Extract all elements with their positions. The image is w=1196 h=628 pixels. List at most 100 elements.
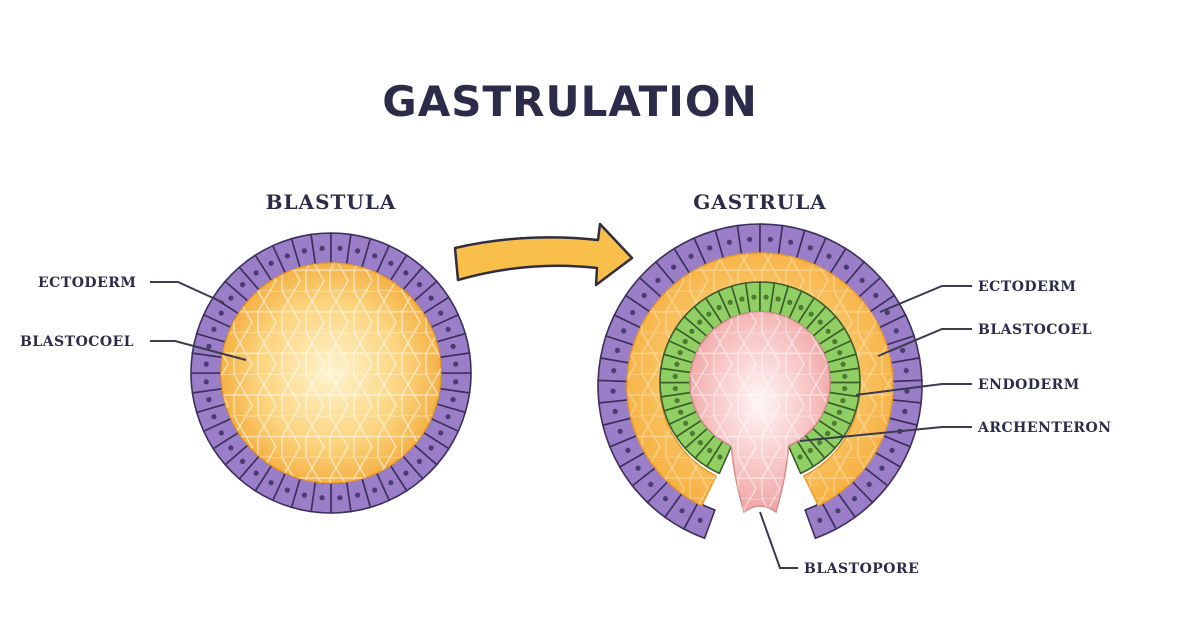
gastrula-ectoderm-cell-nucleus — [617, 428, 623, 434]
gastrula-endoderm-cell-nucleus — [707, 447, 713, 454]
gastrula-leader-ectoderm — [879, 285, 972, 313]
gastrula-endoderm-cell-nucleus — [689, 328, 695, 334]
blastula-heading: BLASTULA — [266, 190, 397, 214]
gastrula-label-ectoderm: ECTODERM — [978, 279, 1076, 295]
blastula-label-ectoderm: ECTODERM — [38, 275, 136, 291]
gastrula — [597, 223, 923, 539]
blastula-ectoderm-layer — [190, 232, 472, 514]
blastula-ectoderm-cell-nucleus — [218, 310, 224, 316]
blastula-ectoderm-cell-nucleus — [211, 414, 217, 420]
gastrula-endoderm-layer — [659, 281, 861, 475]
diagram-title: GASTRULATION — [382, 77, 757, 126]
blastula-ectoderm-cell-nucleus — [403, 270, 409, 276]
blastula-ectoderm-cell-nucleus — [319, 495, 325, 501]
gastrula-ectoderm-cell-nucleus — [807, 245, 813, 251]
blastula-ectoderm-cell-nucleus — [445, 326, 451, 332]
blastula-ectoderm-cell-nucleus — [203, 361, 209, 367]
gastrula-leader-archenteron — [799, 426, 972, 442]
gastrula-ectoderm-cell-nucleus — [902, 408, 908, 415]
gastrula-ectoderm-cell-nucleus — [835, 508, 841, 514]
blastula-ectoderm-cell-nucleus — [218, 430, 224, 436]
gastrula-endoderm-cell-nucleus — [717, 454, 723, 460]
blastula-label-blastocoel: BLASTOCOEL — [20, 334, 134, 350]
gastrula-ectoderm-cell-nucleus — [662, 496, 669, 502]
gastrula-endoderm-cell-nucleus — [716, 304, 722, 311]
blastula-ectoderm-cell-nucleus — [240, 282, 246, 288]
blastula-ectoderm-cell-nucleus — [203, 379, 209, 385]
gastrula-endoderm-cell-nucleus — [840, 361, 846, 367]
gastrula-ectoderm-cell-nucleus — [817, 517, 823, 523]
gastrula-ectoderm-layer — [597, 223, 923, 539]
blastula-ectoderm-cell-nucleus — [453, 361, 459, 367]
gastrula-endoderm-cell-nucleus — [842, 373, 848, 379]
gastrula-ectoderm-cell-nucleus — [851, 496, 858, 502]
gastrula-endoderm-cell-nucleus — [727, 299, 733, 305]
gastrula-endoderm-cell-nucleus — [787, 299, 793, 305]
blastula-ectoderm-cell-nucleus — [416, 282, 422, 288]
blastula-ectoderm-cell-nucleus — [428, 445, 434, 451]
gastrula-ectoderm-cell-nucleus — [635, 465, 641, 471]
gastrula-endoderm-cell-nucleus — [797, 454, 803, 460]
gastrula-ectoderm-cell-nucleus — [889, 447, 895, 453]
gastrula-ectoderm-cell-nucleus — [697, 517, 703, 523]
gastrula-endoderm-cell-nucleus — [798, 304, 804, 311]
gastrula-endoderm-cell-nucleus — [674, 361, 680, 367]
blastula-ectoderm-cell-nucleus — [453, 379, 459, 385]
blastula-ectoderm-cell-nucleus — [228, 295, 234, 301]
blastula-ectoderm-cell-nucleus — [211, 326, 217, 332]
gastrula-ectoderm-cell-nucleus — [726, 239, 733, 245]
blastula-ectoderm-cell-nucleus — [438, 310, 444, 316]
transition-arrow — [453, 222, 634, 287]
gastrula-endoderm-cell-nucleus — [674, 398, 680, 404]
blastula — [190, 232, 472, 514]
blastula-ectoderm-cell-nucleus — [301, 248, 307, 254]
gastrula-leader-blastocoel — [877, 328, 972, 357]
gastrula-ectoderm-cell-nucleus — [866, 481, 872, 487]
gastrula-ectoderm-cell-nucleus — [611, 368, 617, 374]
gastrula-endoderm-cell-nucleus — [677, 350, 683, 356]
gastrula-endoderm-cell-nucleus — [840, 398, 846, 404]
blastula-ectoderm-cell-nucleus — [284, 253, 290, 259]
blastula-ectoderm-cell-nucleus — [301, 492, 307, 498]
gastrula-label-archenteron: ARCHENTERON — [977, 420, 1112, 436]
gastrula-ectoderm-cell-nucleus — [612, 408, 618, 415]
gastrula-ectoderm-cell-nucleus — [859, 277, 865, 283]
blastula-ectoderm-cell-nucleus — [428, 295, 434, 301]
gastrula-endoderm-cell-nucleus — [682, 338, 688, 345]
gastrula-endoderm-cell-nucleus — [832, 338, 838, 345]
gastrula-ectoderm-cell-nucleus — [893, 328, 899, 334]
blastula-ectoderm-cell-nucleus — [355, 248, 361, 254]
blastula-ectoderm-cell-nucleus — [206, 343, 212, 349]
gastrula-ectoderm-cell-nucleus — [843, 264, 850, 270]
gastrula-endoderm-cell-nucleus — [807, 447, 813, 454]
gastrula-endoderm-cell-nucleus — [817, 319, 823, 325]
blastula-ectoderm-cell-nucleus — [253, 270, 259, 276]
gastrula-label-blastopore: BLASTOPORE — [804, 561, 919, 577]
gastrula-ectoderm-cell-nucleus — [630, 309, 636, 316]
blastula-ectoderm-cell-nucleus — [403, 470, 409, 476]
gastrula-ectoderm-cell-nucleus — [610, 388, 616, 394]
gastrula-leader-blastopore — [759, 511, 798, 569]
gastrula-ectoderm-cell-nucleus — [767, 236, 773, 242]
gastrula-endoderm-cell-nucleus — [763, 294, 769, 300]
gastrula-ectoderm-cell-nucleus — [873, 292, 879, 299]
gastrula-endoderm-cell-nucleus — [697, 319, 703, 325]
gastrula-ectoderm-cell-nucleus — [641, 292, 647, 299]
blastula-ectoderm-cell-nucleus — [388, 260, 394, 266]
gastrula-leader-endoderm — [855, 383, 972, 396]
gastrula-endoderm-cell-nucleus — [689, 430, 696, 437]
blastula-ectoderm-cell-nucleus — [337, 245, 343, 251]
gastrula-archenteron-hex-texture — [690, 311, 830, 512]
blastula-ectoderm-cell-nucleus — [438, 430, 444, 436]
blastula-ectoderm-cell-nucleus — [416, 458, 422, 464]
blastula-ectoderm-cell-nucleus — [450, 397, 456, 403]
gastrula-label-blastocoel: BLASTOCOEL — [978, 322, 1092, 338]
blastula-ectoderm-cell-nucleus — [319, 245, 325, 251]
gastrula-endoderm-cell-nucleus — [683, 420, 689, 426]
gastrula-endoderm-cell-nucleus — [775, 296, 781, 302]
blastula-ectoderm-cell-nucleus — [355, 492, 361, 498]
blastula-ectoderm-cell-nucleus — [228, 445, 234, 451]
gastrula-ectoderm-cell-nucleus — [879, 465, 885, 471]
gastrula-endoderm-cell-nucleus — [672, 386, 678, 392]
